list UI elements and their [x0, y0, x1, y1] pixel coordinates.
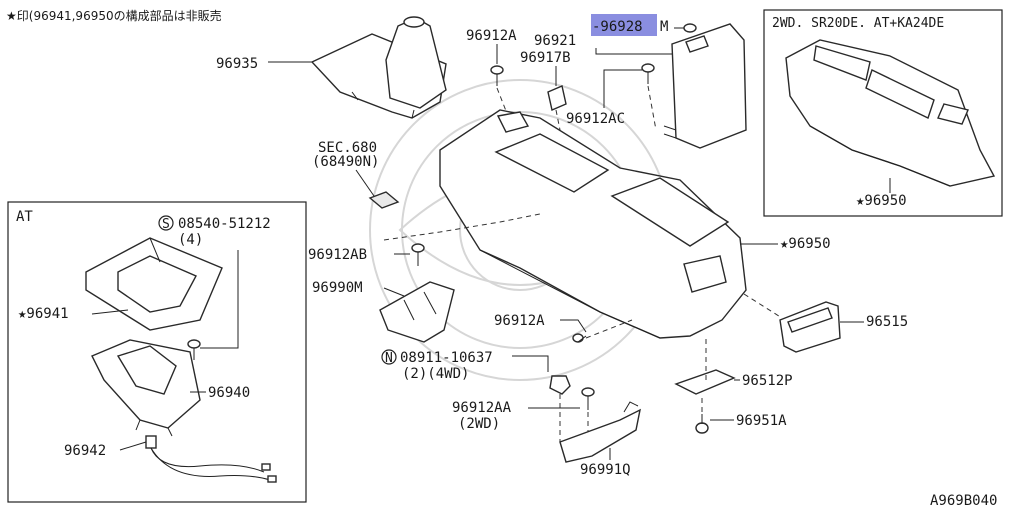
leader-sec680	[355, 169, 375, 197]
screw-96912AA[interactable]	[581, 387, 595, 410]
leader-96912A-lower	[560, 319, 587, 333]
leader-96921	[595, 48, 672, 55]
part-96928M-clip[interactable]	[683, 23, 697, 33]
part-96515-pocket[interactable]	[779, 301, 841, 353]
part-68490N-pad[interactable]	[368, 191, 400, 209]
label-08540-qty: (4)	[178, 232, 203, 248]
leader-96990M	[383, 287, 405, 297]
s-mark: S	[162, 217, 170, 232]
leader-96941	[91, 309, 129, 315]
dashline-96912AB	[383, 213, 541, 241]
inset-at-box	[7, 201, 307, 503]
label-96950-main: ★96950	[780, 236, 831, 252]
inset-at-title: AT	[16, 209, 33, 225]
label-96950-inset: ★96950	[856, 193, 907, 209]
screw-96912AC[interactable]	[641, 63, 655, 84]
leader-08911	[512, 355, 549, 372]
dashline-96515	[743, 293, 783, 319]
label-96928-suffix: M	[660, 19, 668, 35]
leader-96942	[119, 441, 147, 451]
label-96912A-top: 96912A	[466, 28, 517, 44]
part-96941-finisher[interactable]	[85, 237, 223, 331]
label-96515: 96515	[866, 314, 908, 330]
screw-96951A[interactable]	[695, 414, 709, 434]
label-sec680: SEC.680	[318, 140, 377, 156]
inset-2wd-title: 2WD. SR20DE. AT+KA24DE	[772, 16, 944, 31]
part-96921-armrest-lid[interactable]	[663, 23, 747, 149]
part-96935-shift-boot[interactable]	[310, 16, 447, 119]
label-08911-10637: 08911-10637	[400, 350, 493, 366]
label-96917B: 96917B	[520, 50, 571, 66]
part-96917B-clip[interactable]	[547, 85, 567, 111]
label-96935: 96935	[216, 56, 258, 72]
label-96912AA: 96912AA	[452, 400, 512, 416]
part-96940-bracket[interactable]	[91, 339, 201, 437]
dashline-96912AC	[647, 85, 657, 131]
label-96940: 96940	[208, 385, 250, 401]
part-96942-harness[interactable]	[145, 435, 277, 483]
inset-2wd-box	[763, 9, 1003, 217]
label-96912A-lower: 96912A	[494, 313, 545, 329]
leader-96912AC	[603, 69, 642, 108]
part-96990M-bracket[interactable]	[379, 281, 455, 343]
n-circle	[381, 349, 397, 365]
label-96928-prefix[interactable]: -96928	[592, 19, 643, 35]
label-96941: ★96941	[18, 306, 69, 322]
label-96951A: 96951A	[736, 413, 787, 429]
s-circle	[158, 215, 174, 231]
note-text: ★印(96941,96950の構成部品は非販売	[6, 8, 222, 23]
screw-96912A-top[interactable]	[490, 65, 504, 86]
screw-08540[interactable]	[187, 339, 201, 360]
label-96912AB: 96912AB	[308, 247, 367, 263]
label-96990M: 96990M	[312, 280, 363, 296]
part-96950-inset-console[interactable]	[785, 39, 996, 187]
label-96991Q: 96991Q	[580, 462, 631, 478]
screw-96912A-lower[interactable]	[572, 333, 587, 343]
label-96921: 96921	[534, 33, 576, 49]
leader-08540	[200, 250, 239, 349]
nut-08911[interactable]	[549, 375, 571, 395]
part-96512P-bracket[interactable]	[674, 369, 736, 395]
label-96942: 96942	[64, 443, 106, 459]
label-08540-51212: 08540-51212	[178, 216, 271, 232]
part-96991Q-bracket[interactable]	[559, 401, 641, 463]
screw-96912AB[interactable]	[411, 243, 425, 266]
label-96512P: 96512P	[742, 373, 793, 389]
label-08911-qty: (2)(4WD)	[402, 366, 469, 382]
n-mark: N	[385, 351, 393, 366]
label-96912AA-sub: (2WD)	[458, 416, 500, 432]
highlight-96928M	[591, 14, 657, 36]
diagram-code: A969B040	[930, 493, 997, 509]
label-96912AC: 96912AC	[566, 111, 625, 127]
part-96950-center-console[interactable]	[439, 109, 747, 339]
label-sec680-sub: (68490N)	[312, 154, 379, 170]
